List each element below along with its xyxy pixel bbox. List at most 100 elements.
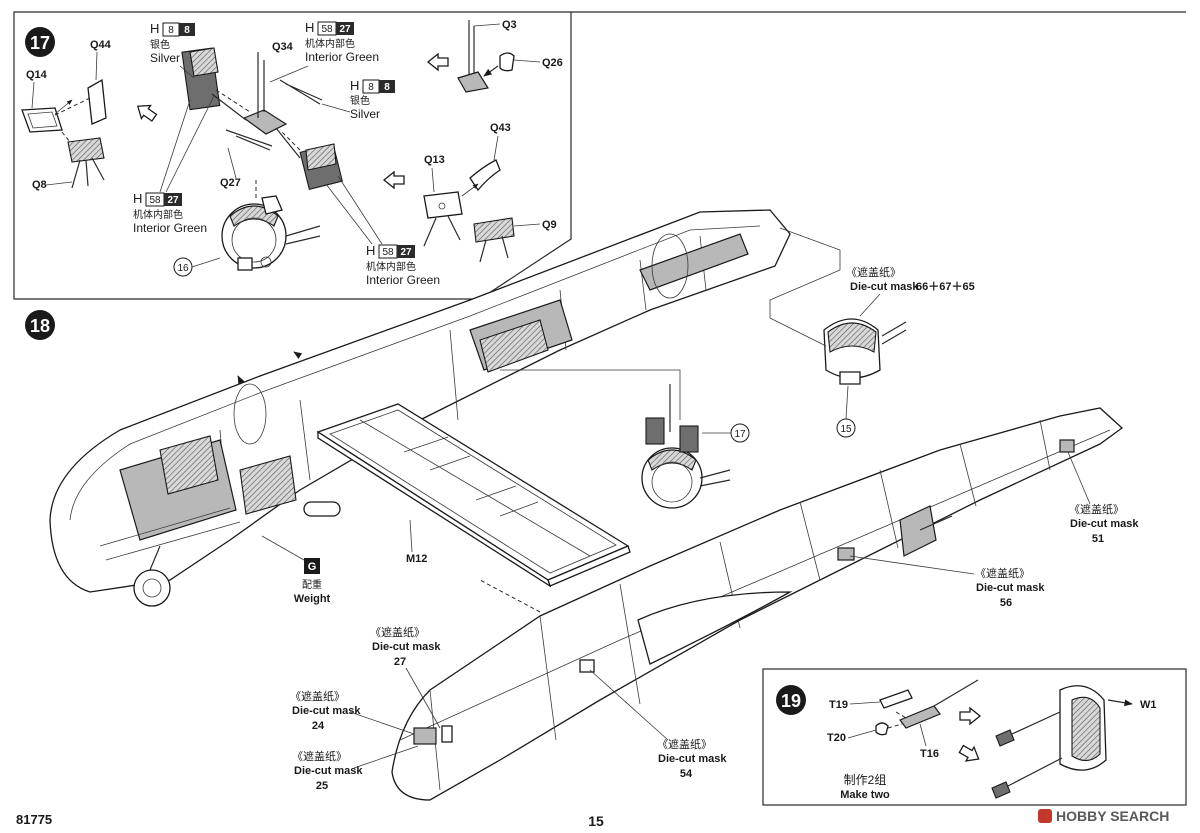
svg-text:T20: T20 xyxy=(827,732,846,744)
svg-text:18: 18 xyxy=(30,316,50,336)
part-label-q34: Q34 xyxy=(272,41,294,53)
paint-callout-green-left: H 58 27 机体内部色 Interior Green xyxy=(133,191,207,235)
paint-chip xyxy=(179,23,195,36)
mask-callout-51: 《遮盖纸》 Die-cut mask 51 xyxy=(1069,502,1139,545)
svg-text:19: 19 xyxy=(781,691,801,711)
svg-text:机体内部色: 机体内部色 xyxy=(305,37,355,50)
svg-text:Q3: Q3 xyxy=(502,19,517,31)
svg-text:Q13: Q13 xyxy=(424,154,445,166)
svg-text:《遮盖纸》: 《遮盖纸》 xyxy=(292,749,347,763)
direction-arrow-icon-3 xyxy=(382,170,405,190)
paint-callout-green-top: H 58 27 机体内部色 Interior Green xyxy=(305,20,379,64)
step17-number-badge xyxy=(25,27,55,57)
watermark-icon xyxy=(1038,809,1052,823)
part-label-q27: Q27 xyxy=(220,177,241,189)
svg-text:27: 27 xyxy=(339,24,351,35)
svg-text:Die-cut mask: Die-cut mask xyxy=(658,753,727,765)
step17-frame xyxy=(13,11,572,300)
step18: 18 M12 xyxy=(25,209,1139,801)
svg-text:24: 24 xyxy=(312,720,325,732)
svg-text:Die-cut mask: Die-cut mask xyxy=(294,765,363,777)
fuselage-right-half xyxy=(391,407,1124,801)
svg-text:Die-cut mask: Die-cut mask xyxy=(1070,518,1139,530)
mask-callout-27: 《遮盖纸》 Die-cut mask 27 xyxy=(370,625,441,668)
seat-assembly-left xyxy=(21,78,107,189)
sub-assembly-17 xyxy=(641,384,731,509)
gun-barrel-upper xyxy=(995,711,1061,747)
svg-text:《遮盖纸》: 《遮盖纸》 xyxy=(370,625,425,639)
step19: 19 T19 T20 T16 W1 制作2组 M xyxy=(776,679,1157,801)
svg-text:《遮盖纸》: 《遮盖纸》 xyxy=(975,566,1030,580)
svg-text:Die-cut mask: Die-cut mask xyxy=(850,281,919,293)
svg-text:66＋67＋65: 66＋67＋65 xyxy=(916,281,975,293)
svg-text:《遮盖纸》: 《遮盖纸》 xyxy=(1069,502,1124,516)
svg-text:银色: 银色 xyxy=(350,94,370,107)
svg-text:27: 27 xyxy=(394,656,406,668)
paint-callout-silver-2: H 8 8 银色 Silver xyxy=(350,78,395,121)
mask-callout-25: 《遮盖纸》 Die-cut mask 25 xyxy=(292,749,363,792)
svg-text:56: 56 xyxy=(1000,597,1012,609)
svg-text:Q26: Q26 xyxy=(542,57,563,69)
svg-text:27: 27 xyxy=(167,195,179,206)
paint-callout-green-bottom: H 58 27 机体内部色 Interior Green xyxy=(366,243,440,287)
svg-text:Die-cut mask: Die-cut mask xyxy=(372,641,441,653)
watermark-logo: HOBBY SEARCH xyxy=(1038,808,1169,824)
svg-text:《遮盖纸》: 《遮盖纸》 xyxy=(657,737,712,751)
svg-text:H: H xyxy=(133,191,142,206)
svg-text:Interior Green: Interior Green xyxy=(305,50,379,64)
weight-badge xyxy=(304,558,320,574)
mask-callout-54: 《遮盖纸》 Die-cut mask 54 xyxy=(657,737,727,780)
part-label-q44: Q44 xyxy=(90,39,112,51)
seat-assembly-right xyxy=(423,159,515,263)
svg-text:25: 25 xyxy=(316,780,328,792)
mask-callout-24: 《遮盖纸》 Die-cut mask 24 xyxy=(290,689,361,732)
paint-callout-silver-1: H 8 8 银色 Silver xyxy=(150,21,195,65)
svg-text:Silver: Silver xyxy=(150,51,180,65)
svg-text:Die-cut mask: Die-cut mask xyxy=(292,705,361,717)
tail-cone-w1 xyxy=(1059,685,1107,771)
svg-text:15: 15 xyxy=(840,424,852,435)
svg-text:机体内部色: 机体内部色 xyxy=(366,260,416,273)
svg-text:H: H xyxy=(350,78,359,93)
step18-number-badge xyxy=(25,310,55,340)
svg-text:HOBBY SEARCH: HOBBY SEARCH xyxy=(1056,808,1169,824)
svg-text:Weight: Weight xyxy=(294,593,331,605)
gun-mount-parts xyxy=(875,679,979,736)
step19-number-badge xyxy=(776,685,806,715)
weight-callout: G 配重 Weight xyxy=(294,558,331,605)
svg-text:G: G xyxy=(308,561,317,573)
gun-barrel-lower xyxy=(991,757,1063,799)
gun-post-q3 xyxy=(457,20,515,93)
step19-frame xyxy=(762,668,1187,806)
turret-mount-assembly xyxy=(181,47,343,271)
tail-turret-15 xyxy=(823,318,907,385)
svg-text:M12: M12 xyxy=(406,553,427,565)
svg-text:《遮盖纸》: 《遮盖纸》 xyxy=(846,265,901,279)
svg-text:H: H xyxy=(305,20,314,35)
mask-callout-top: 《遮盖纸》 Die-cut mask 66＋67＋65 xyxy=(846,265,975,293)
svg-text:T19: T19 xyxy=(829,699,848,711)
svg-text:《遮盖纸》: 《遮盖纸》 xyxy=(290,689,345,703)
svg-text:8: 8 xyxy=(184,25,190,36)
direction-arrow-icon-5 xyxy=(958,744,980,762)
footer-page-number: 15 xyxy=(588,813,604,829)
svg-text:制作2组: 制作2组 xyxy=(844,773,887,787)
svg-text:W1: W1 xyxy=(1140,699,1157,711)
mask-callout-56: 《遮盖纸》 Die-cut mask 56 xyxy=(975,566,1045,609)
part-label-q14: Q14 xyxy=(26,69,48,81)
direction-arrow-icon-2 xyxy=(426,52,449,72)
svg-text:51: 51 xyxy=(1092,533,1104,545)
svg-text:58: 58 xyxy=(321,24,333,35)
svg-text:17: 17 xyxy=(734,429,746,440)
svg-text:Silver: Silver xyxy=(350,107,380,121)
svg-text:配重: 配重 xyxy=(302,578,322,591)
direction-arrow-icon-4 xyxy=(959,706,982,726)
part-label-q8: Q8 xyxy=(32,179,47,191)
footer-product-code: 81775 xyxy=(16,812,52,827)
svg-text:Make two: Make two xyxy=(840,789,890,801)
svg-text:8: 8 xyxy=(168,25,174,36)
svg-text:H: H xyxy=(150,21,159,36)
svg-text:16: 16 xyxy=(177,263,189,274)
svg-text:54: 54 xyxy=(680,768,693,780)
